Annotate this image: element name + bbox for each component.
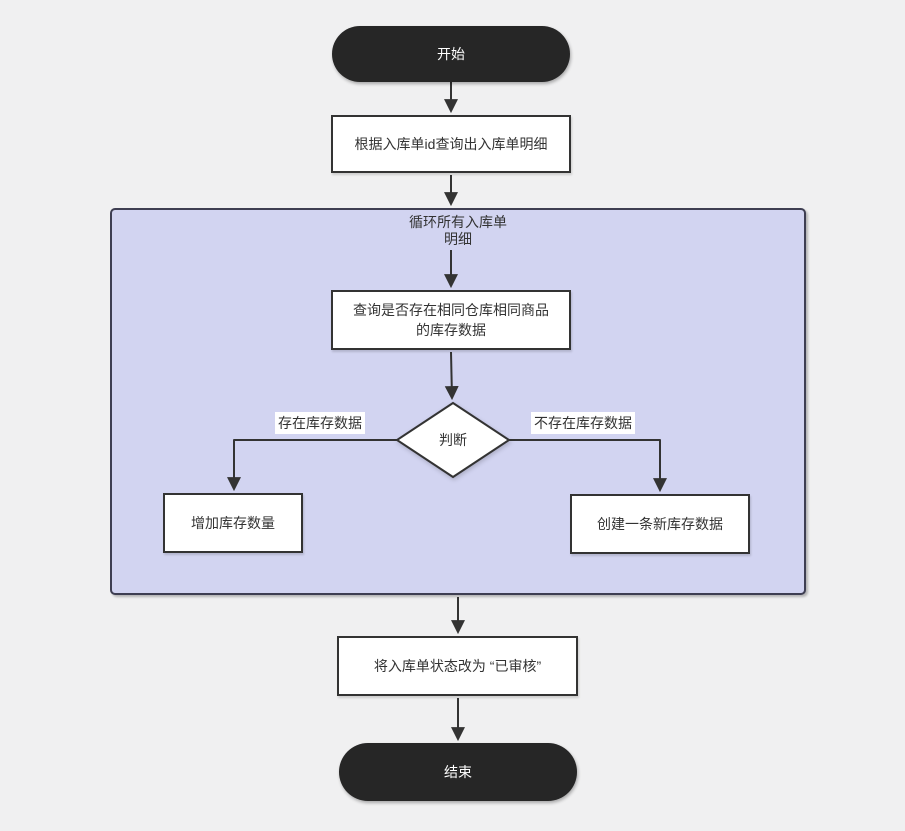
process-create-stock[interactable]: 创建一条新库存数据 xyxy=(570,494,750,554)
process-increase-stock[interactable]: 增加库存数量 xyxy=(163,493,303,553)
edge-decision-to-create xyxy=(509,439,667,493)
edge-decision-to-increase xyxy=(227,439,397,492)
process-query-details[interactable]: 根据入库单id查询出入库单明细 xyxy=(331,115,571,173)
process-update-status-label: 将入库单状态改为 “已审核” xyxy=(373,658,542,674)
process-check-stock-label: 查询是否存在相同仓库相同商品 的库存数据 xyxy=(353,300,549,340)
loop-label-line2: 明细 xyxy=(444,231,472,247)
loop-label-line1: 循环所有入库单 xyxy=(409,214,507,230)
process-create-stock-label: 创建一条新库存数据 xyxy=(597,516,723,532)
edge-label-exists: 存在库存数据 xyxy=(275,412,365,434)
edge-label-not-exists: 不存在库存数据 xyxy=(531,412,635,434)
end-node[interactable]: 结束 xyxy=(339,743,577,801)
process-check-stock-line1: 查询是否存在相同仓库相同商品 xyxy=(353,302,549,318)
process-increase-stock-label: 增加库存数量 xyxy=(191,515,275,531)
decision-diamond[interactable] xyxy=(395,401,511,479)
loop-label: 循环所有入库单 明细 xyxy=(110,214,806,248)
process-check-stock-line2: 的库存数据 xyxy=(416,322,486,338)
process-update-status[interactable]: 将入库单状态改为 “已审核” xyxy=(337,636,578,696)
edge-check-to-decision xyxy=(444,351,459,401)
end-node-label: 结束 xyxy=(444,764,472,780)
start-node-label: 开始 xyxy=(437,46,465,62)
process-check-stock[interactable]: 查询是否存在相同仓库相同商品 的库存数据 xyxy=(331,290,571,350)
process-query-details-label: 根据入库单id查询出入库单明细 xyxy=(354,136,548,152)
decision-label: 判断 xyxy=(439,432,467,448)
start-node[interactable]: 开始 xyxy=(332,26,570,82)
